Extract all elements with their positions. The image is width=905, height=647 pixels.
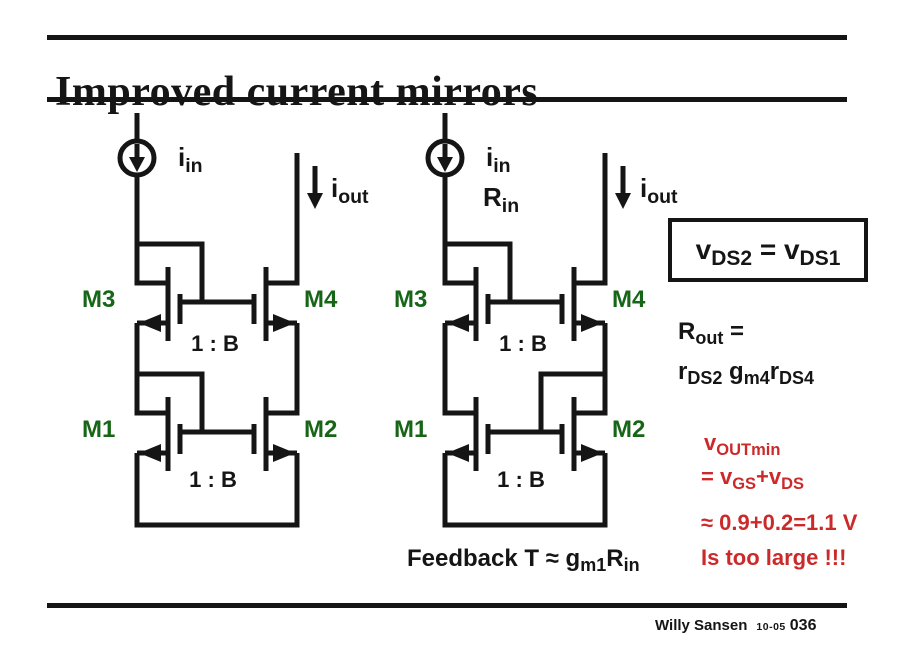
left-m3-label: M3: [82, 286, 116, 313]
right-circuit-diagram: [428, 113, 631, 525]
voutmin-value: ≈ 0.9+0.2=1.1 V: [701, 510, 858, 535]
left-m4-label: M4: [304, 286, 338, 313]
vds-equality-box: vDS2 = vDS1: [668, 218, 868, 282]
right-m2-label: M2: [612, 416, 646, 443]
right-m3-label: M3: [394, 286, 428, 313]
left-iout-label: iout: [331, 173, 369, 208]
too-large-warning: Is too large !!!: [701, 545, 847, 570]
voutmin-expression: = vGS+vDS: [701, 464, 805, 493]
left-circuit-diagram: [120, 113, 323, 525]
voutmin-label: vOUTmin: [704, 430, 781, 459]
left-m2-label: M2: [304, 416, 338, 443]
rout-equation-line1: Rout =: [678, 318, 745, 349]
footer-date: 10-05: [756, 621, 786, 633]
footer-slide-number: 036: [789, 617, 817, 634]
right-upper-ratio-label: 1 : B: [499, 331, 547, 356]
left-iin-label: iin: [178, 142, 203, 177]
footer: Willy Sansen 10-05 036: [655, 617, 816, 635]
right-m4-label: M4: [612, 286, 646, 313]
bottom-rule: [47, 603, 847, 608]
right-iin-label: iin: [486, 142, 511, 177]
page-title: Improved current mirrors: [55, 69, 539, 116]
right-iout-label: iout: [640, 173, 678, 208]
lower-gate-feedback-left-wire: [137, 371, 205, 432]
feedback-equation: Feedback T ≈ gm1Rin: [407, 545, 640, 576]
title-underline-rule: [47, 97, 847, 102]
lower-gate-feedback-right-wire: [538, 371, 605, 432]
right-rin-label: Rin: [483, 182, 520, 217]
rout-equation-line2: rDS2 gm4rDS4: [678, 358, 815, 389]
vds-equality-equation: vDS2 = vDS1: [695, 234, 841, 271]
left-lower-ratio-label: 1 : B: [189, 467, 237, 492]
right-m1-label: M1: [394, 416, 428, 443]
left-m1-label: M1: [82, 416, 116, 443]
top-rule: [47, 35, 847, 40]
footer-author: Willy Sansen: [655, 617, 748, 634]
left-upper-ratio-label: 1 : B: [191, 331, 239, 356]
right-lower-ratio-label: 1 : B: [497, 467, 545, 492]
